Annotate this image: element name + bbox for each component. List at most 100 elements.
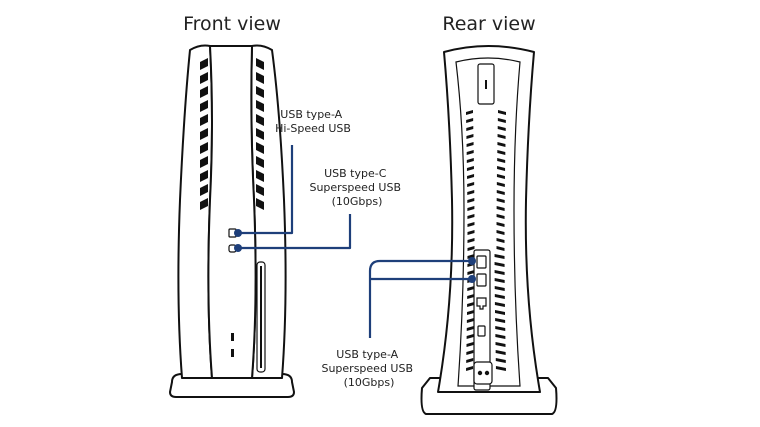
rear-vent-slat: [466, 134, 474, 139]
rear-vent-slat: [467, 246, 475, 251]
label-front-usb-a: USB type-A Hi-Speed USB: [275, 108, 351, 135]
rear-vent-slat: [467, 190, 475, 195]
front-left-vents: [200, 58, 208, 210]
callout-dot-rear-usb-a-1: [468, 257, 476, 265]
rear-vent-slat: [495, 334, 506, 339]
rear-vent-slat: [496, 206, 505, 211]
label-rear-usb-a-line-3: (10Gbps): [344, 376, 395, 389]
rear-vent-slat: [466, 118, 474, 123]
rear-vent-slat: [466, 358, 474, 363]
rear-vent-slat: [466, 166, 474, 171]
rear-vent-slat: [497, 134, 506, 139]
label-front-usb-a-line-1: USB type-A: [280, 108, 342, 121]
rear-vent-slat: [497, 126, 506, 131]
rear-vent-slat: [466, 350, 474, 355]
rear-vent-slat: [467, 182, 475, 187]
rear-vent-slat: [496, 198, 505, 203]
rear-view-title: Rear view: [442, 13, 535, 35]
disc-slot-opening: [260, 266, 262, 368]
label-rear-usb-a-line-2: Superspeed USB: [321, 362, 413, 375]
rear-vent-slat: [495, 318, 506, 323]
label-front-usb-c: USB type-C Superspeed USB (10Gbps): [309, 167, 404, 208]
rear-vent-slat: [495, 310, 506, 315]
rear-vent-slat: [466, 334, 474, 339]
rear-vent-slat: [467, 206, 475, 211]
front-core: [207, 45, 257, 379]
rear-vent-slat: [466, 342, 474, 347]
rear-vent-slat: [466, 366, 474, 371]
rear-vent-slat: [496, 246, 505, 251]
rear-vent-slat: [494, 294, 505, 299]
rear-vent-slat: [496, 222, 505, 227]
rear-vent-slat: [467, 294, 475, 299]
rear-vent-slat: [497, 118, 506, 123]
rear-vent-slat: [467, 270, 475, 275]
rear-vent-slat: [466, 126, 474, 131]
rear-vent-slat: [467, 238, 475, 243]
rear-vent-slat: [466, 142, 474, 147]
callout-line-rear-usb-a-1: [368, 259, 472, 338]
rear-vent-slat: [467, 230, 475, 235]
rear-vent-slat: [496, 230, 505, 235]
rear-vent-slat: [495, 358, 506, 363]
rear-vent-slat: [495, 350, 506, 355]
rear-usb-a-port-2: [476, 273, 487, 287]
front-right-vents: [256, 58, 264, 210]
label-rear-usb-a: USB type-A Superspeed USB (10Gbps): [321, 348, 416, 389]
callout-line-front-usb-a: [238, 145, 294, 235]
rear-vent-slat: [494, 254, 505, 259]
rear-usb-a-port-1: [476, 255, 487, 269]
front-stand: [169, 373, 295, 398]
rear-shell: [437, 45, 541, 393]
front-view-title: Front view: [183, 13, 281, 35]
rear-vent-slat: [496, 174, 505, 179]
callout-dot-front-usb-c: [234, 244, 242, 252]
rear-vent-slat: [496, 238, 505, 243]
callout-dot-front-usb-a: [234, 229, 242, 237]
rear-inner-panel: [455, 57, 521, 387]
rear-vent-slat: [494, 302, 505, 307]
rear-vent-slat: [467, 198, 475, 203]
rear-console: [420, 45, 558, 415]
hdmi-port: [477, 325, 486, 337]
rear-vent-slat: [467, 254, 475, 259]
label-front-usb-a-line-2: Hi-Speed USB: [275, 122, 351, 135]
rear-vent-slat: [496, 182, 505, 187]
rear-vent-slat: [467, 286, 475, 291]
label-front-usb-c-line-3: (10Gbps): [332, 195, 383, 208]
rear-vent-slat: [466, 150, 474, 155]
rear-vent-slat: [467, 222, 475, 227]
eject-button: [231, 333, 234, 341]
rear-vent-slat: [497, 166, 506, 171]
rear-vent-slat: [495, 326, 506, 331]
label-front-usb-c-line-1: USB type-C: [324, 167, 387, 180]
rear-vent-slat: [466, 310, 474, 315]
rear-vent-slat: [497, 158, 506, 163]
power-inlet: [473, 361, 493, 385]
rear-vent-slat: [494, 262, 505, 267]
rear-vents: [466, 110, 506, 371]
callout-line-front-usb-c: [238, 214, 352, 250]
rear-vent-slat: [494, 270, 505, 275]
rear-vent-slat: [467, 214, 475, 219]
label-front-usb-c-line-2: Superspeed USB: [309, 181, 401, 194]
rear-vent-slat: [495, 342, 506, 347]
rear-vent-slat: [494, 278, 505, 283]
rear-vent-slat: [494, 286, 505, 291]
rear-vent-slat: [466, 110, 473, 115]
rear-vent-slat: [496, 190, 505, 195]
rear-vent-slat: [497, 150, 506, 155]
ethernet-port: [476, 297, 487, 310]
power-button: [231, 349, 234, 357]
rear-vent-slat: [466, 326, 474, 331]
front-left-cover: [177, 44, 213, 379]
rear-vent-slat: [467, 302, 475, 307]
rear-vent-slat: [466, 318, 474, 323]
rear-vent-slat: [467, 174, 475, 179]
label-rear-usb-a-line-1: USB type-A: [336, 348, 398, 361]
front-console: [169, 44, 295, 398]
rear-vent-slat: [498, 110, 506, 115]
rear-vent-slat: [466, 158, 474, 163]
callout-dot-rear-usb-a-2: [468, 275, 476, 283]
